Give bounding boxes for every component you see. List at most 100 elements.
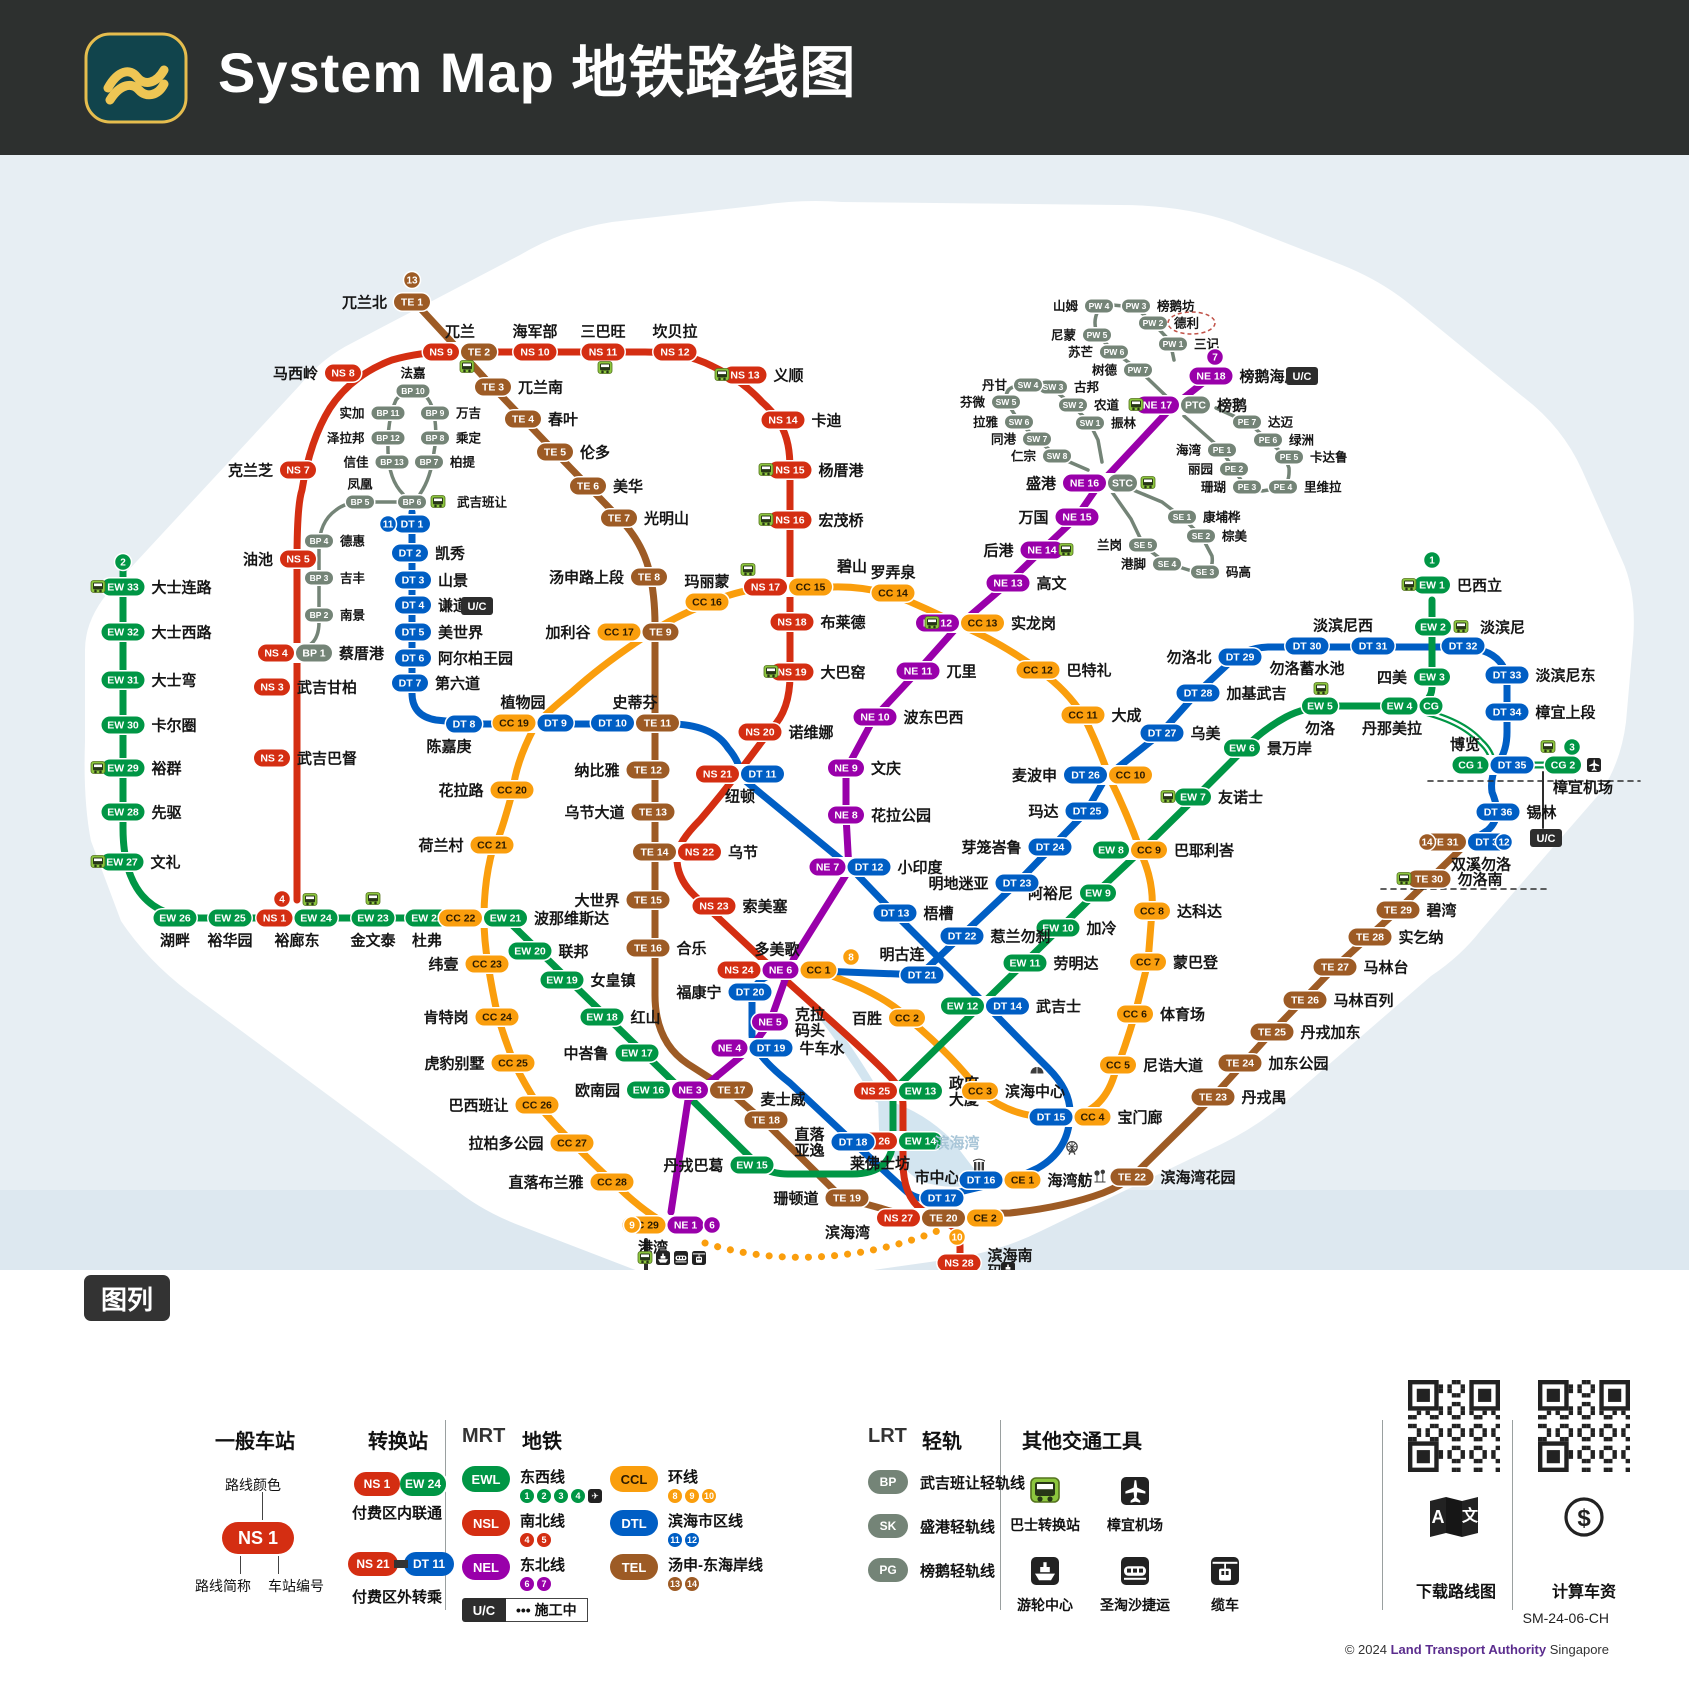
legend-terminal-circle: 12 — [685, 1533, 699, 1547]
station-dt5: DT 5 — [393, 622, 433, 642]
station-label: 梧槽 — [924, 904, 954, 922]
station-bp6: BP 6 — [396, 494, 428, 510]
station-badge — [741, 765, 784, 783]
station-badge — [1016, 661, 1060, 679]
station-label: 马林台 — [1364, 958, 1409, 976]
station-label: 罗弄泉 — [870, 564, 916, 582]
station-bp9: BP 9 — [419, 405, 451, 421]
station-code: NS 15 — [775, 465, 804, 477]
station-label: 大世界 — [574, 891, 619, 909]
station-badge — [1191, 565, 1219, 579]
station-code: TE 26 — [1291, 995, 1319, 1007]
station-label: 美世界 — [438, 623, 483, 641]
bus-icon — [1453, 620, 1469, 633]
station-label: 克拉码头 — [795, 1005, 825, 1039]
bus-icon — [459, 360, 475, 373]
station-badge — [505, 410, 541, 428]
station-code: EW 23 — [357, 913, 389, 925]
station-badge — [768, 461, 812, 479]
legend-item: 樟宜机场 — [1107, 1517, 1163, 1533]
under-construction-marker — [1167, 311, 1216, 335]
station-badge — [730, 1156, 774, 1174]
legend-badge-nsl: NSL — [462, 1510, 510, 1536]
station-label: 拉柏多公园 — [468, 1134, 543, 1152]
station-bp7: BP 7 — [413, 454, 445, 470]
uc-badge: U/C — [1286, 367, 1318, 385]
legend-terminal-circle: 11 — [668, 1533, 682, 1547]
station-code: BP 1 — [302, 648, 325, 660]
station-badge — [254, 749, 290, 767]
station-code: CC 1 — [807, 965, 831, 977]
station-code: BP 7 — [420, 457, 439, 467]
station-label: 勿洛蓄水池 — [1268, 660, 1344, 678]
station-badge — [667, 1216, 704, 1234]
station-te26: TE 26 — [1282, 990, 1328, 1010]
station-badge — [1376, 901, 1420, 919]
station-code: SW 1 — [1080, 418, 1101, 428]
station-ns23: NS 23 — [691, 896, 737, 916]
station-code: EW 3 — [1419, 672, 1445, 684]
station-badge — [461, 343, 497, 361]
legend-badge-ns1: NS 1 — [222, 1522, 294, 1554]
station-badge — [1351, 637, 1395, 655]
station-code: NS 18 — [777, 617, 806, 629]
legend-divider — [445, 1420, 446, 1610]
svg-text:7: 7 — [1212, 352, 1218, 363]
station-code: DT 16 — [967, 1175, 996, 1187]
station-label: 中峇鲁 — [563, 1044, 608, 1062]
station-label: 盛港 — [1026, 474, 1057, 492]
station-code: EW 8 — [1098, 845, 1124, 857]
legend-item: 巴士转换站 — [1010, 1517, 1080, 1533]
station-badge — [1490, 756, 1534, 774]
terminal-number-3: 3 — [1562, 737, 1582, 757]
station-badge — [1218, 648, 1262, 666]
station-cg2: CG 2 — [1543, 755, 1583, 775]
svg-text:14: 14 — [1421, 837, 1433, 848]
station-label: 春叶 — [548, 410, 578, 428]
station-badge — [744, 578, 787, 596]
station-code: DT 4 — [402, 600, 425, 612]
station-cc16: CC 16 — [684, 592, 730, 612]
station-code: NS 13 — [730, 370, 759, 382]
station-code: PW 7 — [1128, 365, 1149, 375]
station-badge — [1381, 697, 1418, 715]
legend-badge-dtl: DTL — [610, 1510, 658, 1536]
flyer-icon — [1066, 1141, 1078, 1155]
station-code: DT 29 — [1226, 652, 1255, 664]
station-code: EW 7 — [1180, 792, 1206, 804]
station-se3: SE 3 — [1189, 564, 1221, 580]
station-code: EW 28 — [107, 807, 139, 819]
station-dt32: DT 32 — [1440, 636, 1486, 656]
station-code: NS 2 — [260, 753, 284, 765]
station-label: 景万岸 — [1267, 739, 1312, 757]
legend-other-plane — [1119, 1475, 1151, 1507]
station-code: BP 12 — [376, 433, 400, 443]
station-code: EW 30 — [107, 720, 139, 732]
station-badge — [591, 714, 634, 732]
station-badge — [1136, 396, 1179, 414]
station-badge — [1313, 958, 1357, 976]
station-bp12: BP 12 — [370, 430, 406, 446]
legend-divider — [1512, 1420, 1513, 1610]
station-ns11: NS 11 — [580, 342, 626, 362]
station-badge — [351, 909, 395, 927]
station-badge — [941, 997, 984, 1015]
station-code: EW 1 — [1419, 580, 1445, 592]
bus-icon — [637, 1251, 653, 1264]
station-badge — [854, 1082, 897, 1100]
station-label: 振林 — [1111, 415, 1137, 430]
station-badge — [1055, 508, 1099, 526]
station-code: BP 13 — [380, 457, 404, 467]
station-badge — [1224, 739, 1260, 757]
station-code: NS 25 — [861, 1086, 890, 1098]
station-code: EW 18 — [586, 1012, 618, 1024]
station-dt33: DT 33 — [1484, 665, 1530, 685]
station-label: 海军部 — [512, 323, 557, 341]
station-sw8: SW 8 — [1041, 448, 1073, 464]
station-cc24: CC 24 — [474, 1007, 520, 1027]
